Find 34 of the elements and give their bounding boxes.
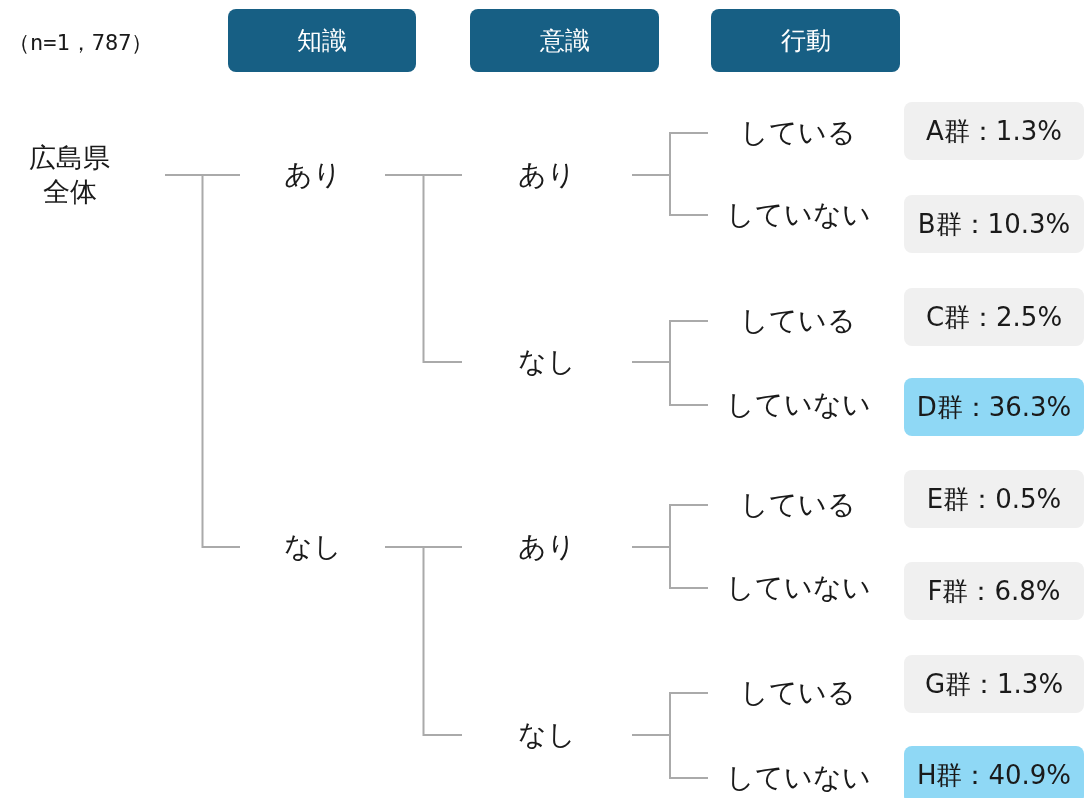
branch-label: している	[708, 673, 888, 713]
branch-label: している	[708, 301, 888, 341]
branch-label: あり	[462, 155, 632, 195]
group-box: D群：36.3%	[904, 378, 1084, 436]
branch-label: なし	[462, 342, 632, 382]
group-box: C群：2.5%	[904, 288, 1084, 346]
column-header: 知識	[228, 9, 416, 72]
tree-connector	[631, 734, 709, 779]
group-box: F群：6.8%	[904, 562, 1084, 620]
branch-label: していない	[708, 385, 888, 425]
branch-label: なし	[240, 527, 385, 567]
branch-label: なし	[462, 715, 632, 755]
branch-label: している	[708, 485, 888, 525]
sample-size-note: （n=1，787）	[8, 29, 154, 57]
tree-connector	[164, 174, 241, 548]
group-box: B群：10.3%	[904, 195, 1084, 253]
tree-connector	[384, 174, 463, 363]
column-header: 行動	[711, 9, 900, 72]
group-box: H群：40.9%	[904, 746, 1084, 798]
group-box: E群：0.5%	[904, 470, 1084, 528]
tree-connector	[631, 361, 709, 406]
tree-connector	[384, 546, 463, 736]
branch-label: している	[708, 113, 888, 153]
group-box: G群：1.3%	[904, 655, 1084, 713]
tree-connector	[631, 174, 709, 216]
tree-label: 広島県全体	[25, 140, 165, 210]
branch-label: あり	[462, 527, 632, 567]
column-header: 意識	[470, 9, 659, 72]
branch-label: あり	[240, 155, 385, 195]
branch-label: していない	[708, 758, 888, 798]
tree-connector	[631, 546, 709, 589]
branch-label: していない	[708, 568, 888, 608]
branch-label: していない	[708, 195, 888, 235]
group-box: A群：1.3%	[904, 102, 1084, 160]
